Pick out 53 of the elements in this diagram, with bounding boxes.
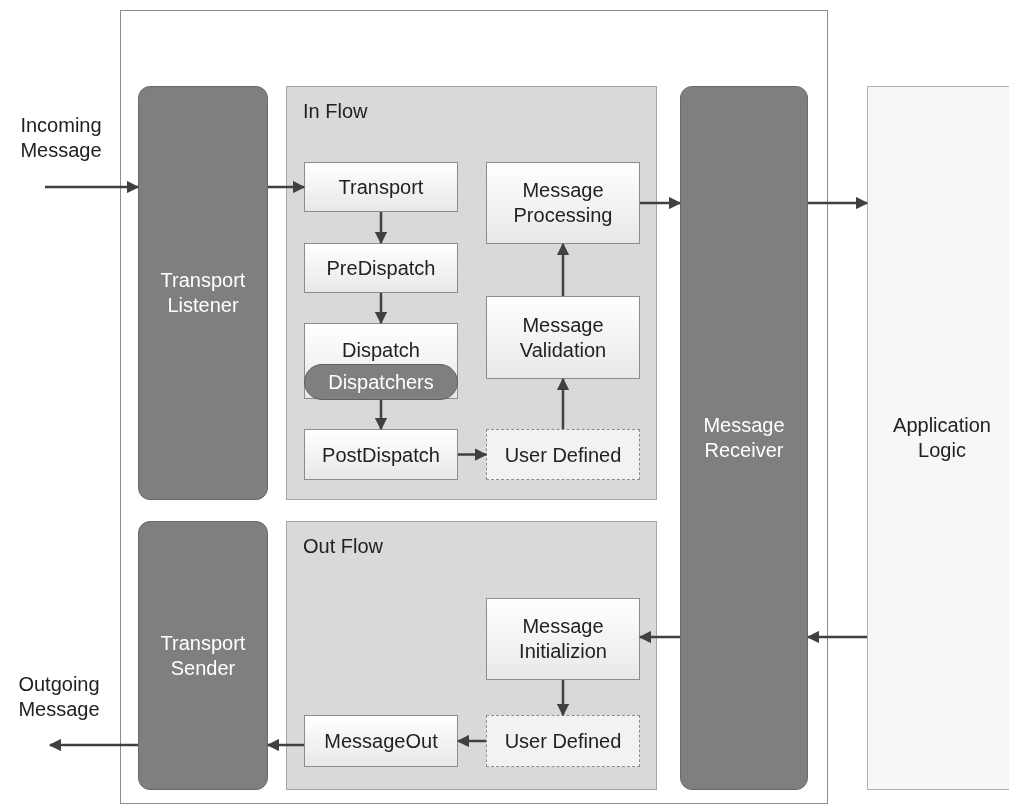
dispatchers-pill xyxy=(304,364,458,400)
arrow xyxy=(268,180,306,194)
node-label: MessageOut xyxy=(323,728,439,754)
node-label: Message Validation xyxy=(518,312,608,363)
port-label: Outgoing Message xyxy=(17,672,101,722)
phase-box xyxy=(304,429,458,480)
flow-panel xyxy=(286,86,657,500)
phase-box xyxy=(304,162,458,212)
arrow xyxy=(640,196,682,210)
component-bar xyxy=(680,86,808,790)
node-label: Message Receiver xyxy=(702,413,786,463)
arrow xyxy=(456,734,486,748)
section-heading: Out Flow xyxy=(303,534,384,559)
arrow xyxy=(48,738,138,752)
phase-box xyxy=(486,598,640,680)
flow-panel xyxy=(286,521,657,790)
component-bar xyxy=(138,86,268,500)
user-phase-box xyxy=(486,429,640,480)
node-label: Dispatch xyxy=(341,338,421,363)
section-heading: In Flow xyxy=(303,99,368,124)
arrow xyxy=(808,196,869,210)
user-phase-box xyxy=(486,715,640,767)
arrow xyxy=(556,680,570,717)
application-panel xyxy=(867,86,1009,790)
arrow xyxy=(374,400,388,431)
node-label: Dispatchers xyxy=(327,369,435,395)
arrow xyxy=(374,212,388,245)
arrow xyxy=(266,738,304,752)
phase-box xyxy=(486,296,640,379)
arrow xyxy=(638,630,680,644)
arrow xyxy=(374,293,388,325)
arrow xyxy=(806,630,867,644)
node-label: Transport Sender xyxy=(159,630,247,681)
arrow xyxy=(556,242,570,296)
port-label: Incoming Message xyxy=(19,113,103,163)
arrow xyxy=(556,377,570,429)
node-label: Application Logic xyxy=(892,413,992,463)
system-frame xyxy=(120,10,828,804)
phase-box xyxy=(486,162,640,244)
phase-box xyxy=(304,323,458,399)
node-label: PreDispatch xyxy=(325,255,437,281)
node-label: Message Processing xyxy=(512,178,614,228)
node-label: User Defined xyxy=(503,728,623,754)
phase-box xyxy=(304,715,458,767)
node-label: PostDispatch xyxy=(321,442,441,467)
phase-box xyxy=(304,243,458,293)
arrow xyxy=(458,448,488,461)
arrow xyxy=(45,180,140,194)
component-bar xyxy=(138,521,268,790)
node-label: Transport xyxy=(337,174,425,200)
node-label: Message Initializion xyxy=(518,614,608,664)
node-label: Transport Listener xyxy=(159,268,247,318)
node-label: User Defined xyxy=(503,442,623,467)
